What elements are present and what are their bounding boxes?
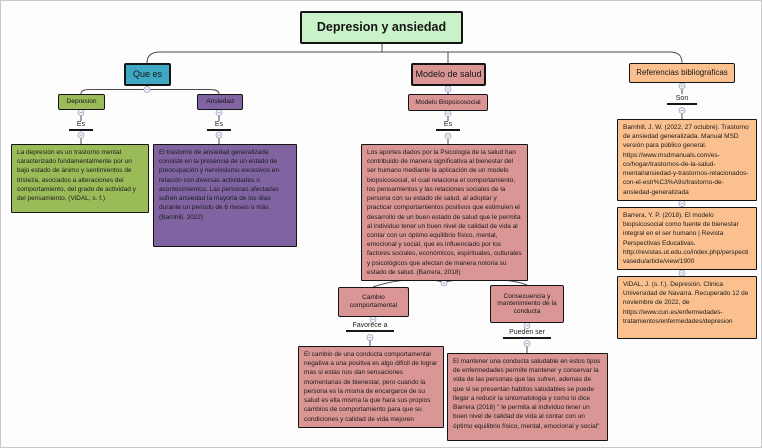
- cambio-detail-box[interactable]: El cambio de una conducta comportamental…: [298, 346, 444, 428]
- modelo-detail-box[interactable]: Los aportes dados por la Psicologia de l…: [361, 144, 528, 281]
- modelo-de-salud-label: Modelo de salud: [415, 69, 482, 80]
- cambio-comportamental-node[interactable]: Cambio comportamental: [338, 287, 409, 317]
- link-label-es-ansiedad[interactable]: Es: [207, 121, 231, 131]
- cambio-comportamental-label: Cambio comportamental: [349, 294, 398, 309]
- link-label-pueden-ser[interactable]: Pueden ser: [503, 329, 551, 339]
- reference-item-3[interactable]: ViDAL, J. (s. f.). Depresión. Clinica Un…: [617, 276, 757, 339]
- modelo-biopsicosocial-node[interactable]: Modelo Biopsicosocial: [408, 94, 488, 111]
- reference-item-2[interactable]: Barrera, Y. P. (2018). El modelo biopsic…: [617, 207, 757, 270]
- que-es-node[interactable]: Que es: [124, 63, 171, 86]
- consecuencia-node[interactable]: Consecuencia y mantenimiento de la condu…: [490, 285, 564, 323]
- referencias-label: Referencias bibliograficas: [636, 68, 728, 78]
- depresion-label: Depresion: [66, 98, 97, 106]
- depresion-node[interactable]: Depresion: [58, 94, 105, 110]
- ansiedad-node[interactable]: Ansiedad: [197, 94, 243, 110]
- modelo-de-salud-node[interactable]: Modelo de salud: [411, 63, 486, 86]
- ansiedad-detail-box[interactable]: El trastorno de ansiedad generalizada co…: [153, 144, 297, 247]
- modelo-biopsicosocial-label: Modelo Biopsicosocial: [415, 98, 481, 106]
- consecuencia-label: Consecuencia y mantenimiento de la condu…: [497, 292, 557, 315]
- referencias-node[interactable]: Referencias bibliograficas: [629, 63, 735, 83]
- link-label-favorece-a[interactable]: Favorece a: [346, 322, 394, 332]
- ansiedad-label: Ansiedad: [206, 98, 234, 106]
- link-label-es-modelo[interactable]: Es: [436, 121, 460, 131]
- root-node-label: Depresion y ansiedad: [316, 20, 447, 35]
- collapse-toggles: [77, 82, 686, 347]
- root-node-depresion-y-ansiedad[interactable]: Depresion y ansiedad: [300, 11, 463, 44]
- link-label-son[interactable]: Son: [667, 95, 697, 105]
- que-es-label: Que es: [132, 69, 163, 80]
- reference-item-1[interactable]: Barnhill, J. W. (2022, 27 octubre). Tras…: [617, 119, 757, 201]
- consecuencia-detail-box[interactable]: El mantener una conducta saludable en es…: [447, 353, 608, 441]
- depresion-detail-box[interactable]: La depresión es un trastorno mental cara…: [11, 144, 149, 213]
- link-label-es-depresion[interactable]: Es: [69, 121, 93, 131]
